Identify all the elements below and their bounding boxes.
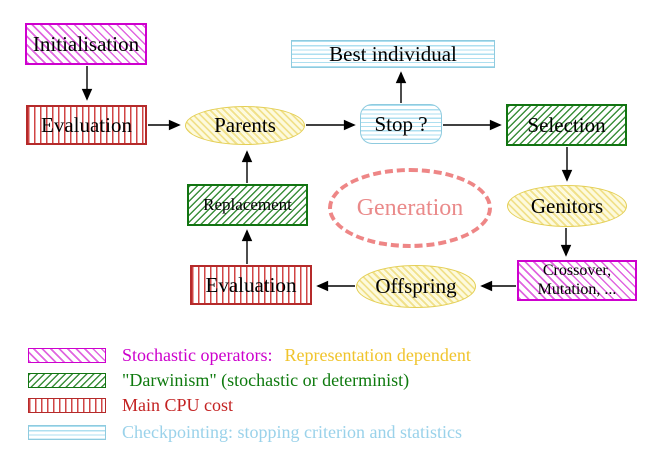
node-crossover-label-line1: Crossover, [542,262,612,280]
node-crossover-label-line2: Mutation, ... [537,280,617,298]
node-selection-label: Selection [527,112,606,137]
legend-row-darwinism: "Darwinism" (stochastic or determinist) [28,370,409,390]
node-best-individual: Best individual [291,40,495,68]
node-offspring-label: Offspring [375,274,457,298]
legend-label-checkpointing: Checkpointing: stopping criterion and st… [122,421,462,442]
node-initialisation: Initialisation [25,23,147,65]
node-best-individual-label: Best individual [329,41,457,66]
node-parents: Parents [185,106,305,145]
node-selection: Selection [506,104,627,146]
legend-label-representation-dependent: Representation dependent [284,344,471,365]
legend-row-stochastic-operators: Stochastic operators: Representation dep… [28,345,471,365]
node-parents-label: Parents [214,113,276,137]
legend-swatch-magenta-hatch [28,347,106,363]
node-genitors-label: Genitors [530,193,604,218]
legend-row-checkpointing: Checkpointing: stopping criterion and st… [28,422,462,442]
legend-label-main-cpu-cost: Main CPU cost [122,394,234,415]
node-genitors: Genitors [507,185,627,227]
node-generation-cycle: Generation [328,168,492,248]
node-initialisation-label: Initialisation [32,31,140,56]
node-evaluation-bottom: Evaluation [190,265,312,305]
legend-swatch-green-hatch [28,372,106,388]
node-offspring: Offspring [356,265,476,308]
node-evaluation-top: Evaluation [26,105,147,145]
node-replacement-label: Replacement [203,195,292,214]
node-stop-label: Stop ? [374,111,428,136]
legend-swatch-red-stripes [28,397,106,413]
node-crossover-mutation: Crossover, Mutation, ... [517,260,637,301]
legend-label-stochastic-operators: Stochastic operators: [122,344,273,365]
node-stop: Stop ? [360,104,442,144]
node-evaluation-top-label: Evaluation [41,112,132,137]
legend-swatch-cyan-stripes [28,424,106,440]
legend-row-main-cpu-cost: Main CPU cost [28,395,233,415]
node-generation-label: Generation [356,194,464,221]
node-evaluation-bottom-label: Evaluation [205,272,297,297]
legend-label-darwinism: "Darwinism" (stochastic or determinist) [122,369,410,390]
node-replacement: Replacement [187,184,308,226]
